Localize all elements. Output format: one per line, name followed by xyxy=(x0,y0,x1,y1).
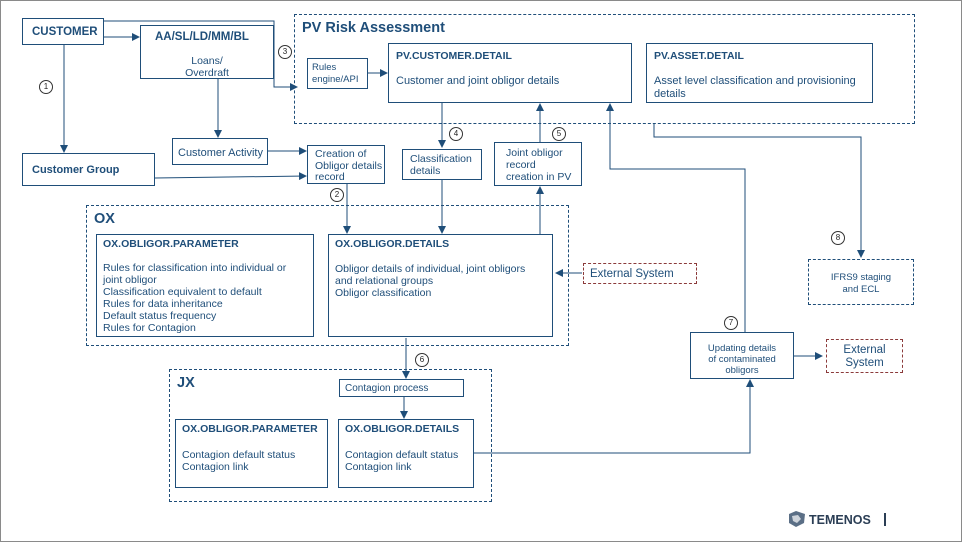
aa-sub-line1: Loans/ xyxy=(191,55,223,67)
ox-details-title: OX.OBLIGOR.DETAILS xyxy=(335,238,450,250)
ox-param-line4: Rules for data inheritance xyxy=(103,298,223,310)
updating-box: Updating details of contaminated obligor… xyxy=(690,332,794,379)
rules-line2: engine/API xyxy=(312,74,359,85)
contagion-process-label: Contagion process xyxy=(345,383,429,394)
jx-group xyxy=(169,369,492,502)
creation-line1: Creation of xyxy=(315,148,367,160)
pv-risk-assessment-group xyxy=(294,14,915,124)
arrow-updating-to-pvasset xyxy=(606,103,746,332)
aa-sub-line2: Overdraft xyxy=(185,67,229,79)
joint-obligor-box: Joint obligor record creation in PV xyxy=(494,142,582,186)
ifrs9-box: IFRS9 staging and ECL xyxy=(808,259,914,305)
classification-line1: Classification xyxy=(410,153,472,165)
ox-title: OX xyxy=(94,211,115,227)
step-3-badge: 3 xyxy=(278,45,292,59)
ox-details-line3: Obligor classification xyxy=(335,287,432,299)
step-2-badge: 2 xyxy=(330,188,344,202)
ox-param-line6: Rules for Contagion xyxy=(103,322,196,334)
aa-box: AA/SL/LD/MM/BL Loans/ Overdraft xyxy=(140,25,274,79)
rules-engine-box: Rules engine/API xyxy=(307,58,368,89)
arrow-customer-to-pv xyxy=(104,20,298,91)
classification-line2: details xyxy=(410,165,441,177)
jx-details-title: OX.OBLIGOR.DETAILS xyxy=(345,423,460,435)
customer-group-label: Customer Group xyxy=(32,164,120,176)
step-4-badge: 4 xyxy=(449,127,463,141)
ox-parameter-box: OX.OBLIGOR.PARAMETER Rules for classific… xyxy=(96,234,314,337)
ox-details-line1: Obligor details of individual, joint obl… xyxy=(335,263,526,275)
external-system-2-line2: System xyxy=(845,357,884,369)
step-6-badge: 6 xyxy=(415,353,429,367)
globe-icon xyxy=(789,511,805,527)
pv-asset-desc-line1: Asset level classification and provision… xyxy=(654,75,856,87)
jx-title: JX xyxy=(177,375,195,391)
pv-asset-desc-line2: details xyxy=(654,88,686,100)
customer-activity-box: Customer Activity xyxy=(172,138,268,165)
ox-group xyxy=(86,205,569,346)
customer-label: CUSTOMER xyxy=(32,26,98,38)
arrow-group-to-creation xyxy=(154,172,307,181)
ox-param-line2: joint obligor xyxy=(103,274,157,286)
arrow-jxdetails-to-updating xyxy=(474,379,754,454)
jx-details-line1: Contagion default status xyxy=(345,449,459,461)
temenos-logo: TEMENOS xyxy=(787,510,889,530)
ox-param-line5: Default status frequency xyxy=(103,310,217,322)
pv-customer-detail-box: PV.CUSTOMER.DETAIL Customer and joint ob… xyxy=(388,43,632,103)
ox-details-line2: and relational groups xyxy=(335,275,434,287)
customer-group-box: Customer Group xyxy=(22,153,155,186)
pv-title: PV Risk Assessment xyxy=(302,20,445,36)
ox-details-box: OX.OBLIGOR.DETAILS Obligor details of in… xyxy=(328,234,553,337)
jx-details-line2: Contagion link xyxy=(345,461,412,473)
ox-param-line1: Rules for classification into individual… xyxy=(103,262,287,274)
external-system-label: External System xyxy=(590,268,674,280)
joint-line1: Joint obligor xyxy=(506,147,563,159)
creation-line3: record xyxy=(315,171,345,183)
updating-line3: obligors xyxy=(725,365,759,376)
pv-customer-title: PV.CUSTOMER.DETAIL xyxy=(396,50,512,62)
classification-box: Classification details xyxy=(402,149,482,180)
ifrs9-line1: IFRS9 staging xyxy=(830,272,892,283)
customer-activity-label: Customer Activity xyxy=(178,147,263,159)
arrow-pv-to-ifrs9 xyxy=(653,124,865,258)
step-8-badge: 8 xyxy=(831,231,845,245)
updating-line1: Updating details xyxy=(707,343,777,354)
step-5-badge: 5 xyxy=(552,127,566,141)
external-system-2-box: External System xyxy=(826,339,903,373)
ox-param-line3: Classification equivalent to default xyxy=(103,286,262,298)
temenos-wordmark: TEMENOS xyxy=(809,513,871,527)
jx-parameter-box: OX.OBLIGOR.PARAMETER Contagion default s… xyxy=(175,419,328,488)
ifrs9-line2: and ECL xyxy=(842,284,880,295)
rules-line1: Rules xyxy=(312,62,337,73)
external-system-2-line1: External xyxy=(843,344,886,356)
pv-asset-title: PV.ASSET.DETAIL xyxy=(654,50,744,62)
aa-title: AA/SL/LD/MM/BL xyxy=(155,31,249,43)
step-7-badge: 7 xyxy=(724,316,738,330)
jx-details-box: OX.OBLIGOR.DETAILS Contagion default sta… xyxy=(338,419,474,488)
creation-box: Creation of Obligor details record xyxy=(307,145,385,184)
logo-divider xyxy=(884,513,886,526)
jx-param-title: OX.OBLIGOR.PARAMETER xyxy=(182,423,318,435)
jx-param-line1: Contagion default status xyxy=(182,449,296,461)
step-1-badge: 1 xyxy=(39,80,53,94)
pv-customer-desc: Customer and joint obligor details xyxy=(396,75,560,87)
external-system-box: External System xyxy=(583,263,697,284)
contagion-process-box: Contagion process xyxy=(339,379,464,397)
ox-param-title: OX.OBLIGOR.PARAMETER xyxy=(103,238,239,250)
jx-param-line2: Contagion link xyxy=(182,461,249,473)
joint-line3: creation in PV xyxy=(506,171,572,183)
customer-box: CUSTOMER xyxy=(22,18,104,45)
creation-line2: Obligor details xyxy=(315,160,383,172)
updating-line2: of contaminated xyxy=(708,354,776,365)
joint-line2: record xyxy=(506,159,536,171)
pv-asset-detail-box: PV.ASSET.DETAIL Asset level classificati… xyxy=(646,43,873,103)
